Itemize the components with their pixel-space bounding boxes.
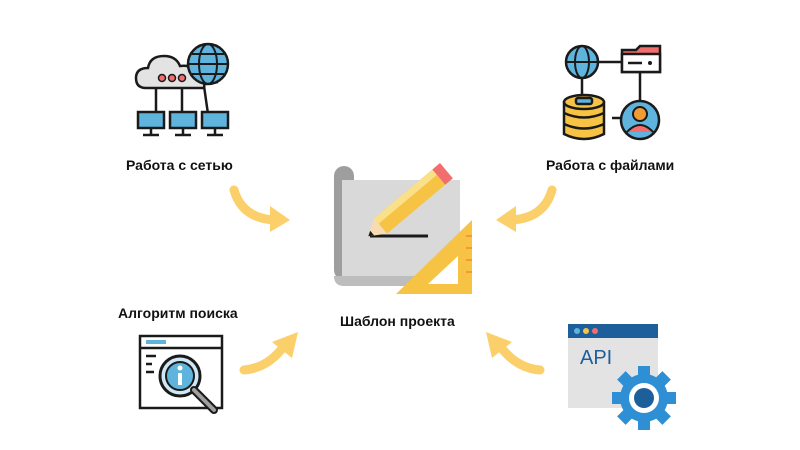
arrow-network-to-center-icon: [228, 184, 294, 234]
arrow-files-to-center-icon: [492, 184, 558, 234]
search-algorithm-icon: [136, 330, 228, 420]
node-label-search: Алгоритм поиска: [118, 305, 238, 321]
arrow-search-to-center-icon: [238, 326, 304, 378]
project-template-icon: [330, 156, 480, 296]
center-label: Шаблон проекта: [340, 313, 455, 329]
node-label-files: Работа с файлами: [546, 157, 675, 173]
arrow-api-to-center-icon: [480, 326, 546, 378]
file-database-icon: [560, 42, 666, 142]
api-text: API: [580, 347, 612, 369]
network-cloud-icon: [132, 42, 234, 138]
api-gear-icon: API: [566, 320, 680, 432]
node-label-network: Работа с сетью: [126, 157, 233, 173]
